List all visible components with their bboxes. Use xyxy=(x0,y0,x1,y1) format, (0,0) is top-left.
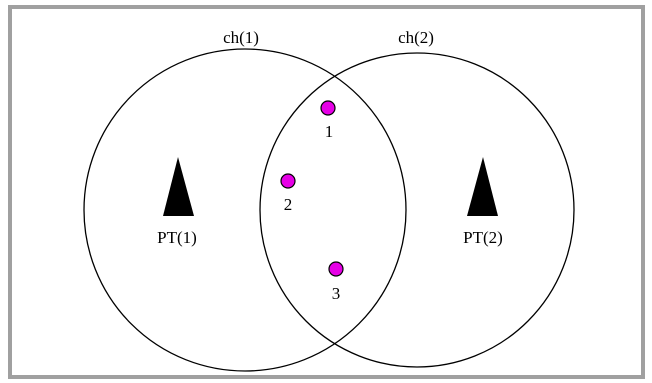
channel-2-label: ch(2) xyxy=(398,28,434,47)
transmitter-2-label: PT(2) xyxy=(463,228,503,247)
user-3-node xyxy=(328,261,344,277)
channel-1-coverage-circle xyxy=(83,48,407,372)
user-1-node xyxy=(320,100,336,116)
channel-2-coverage-circle xyxy=(259,52,575,368)
transmitter-1-icon xyxy=(163,157,194,216)
transmitter-2-icon xyxy=(467,157,498,216)
user-3-label: 3 xyxy=(332,284,341,303)
user-2-node xyxy=(280,173,296,189)
transmitter-1-label: PT(1) xyxy=(157,228,197,247)
user-1-label: 1 xyxy=(325,122,334,141)
channel-1-label: ch(1) xyxy=(223,28,259,47)
user-2-label: 2 xyxy=(284,195,293,214)
frame-border xyxy=(8,5,645,379)
